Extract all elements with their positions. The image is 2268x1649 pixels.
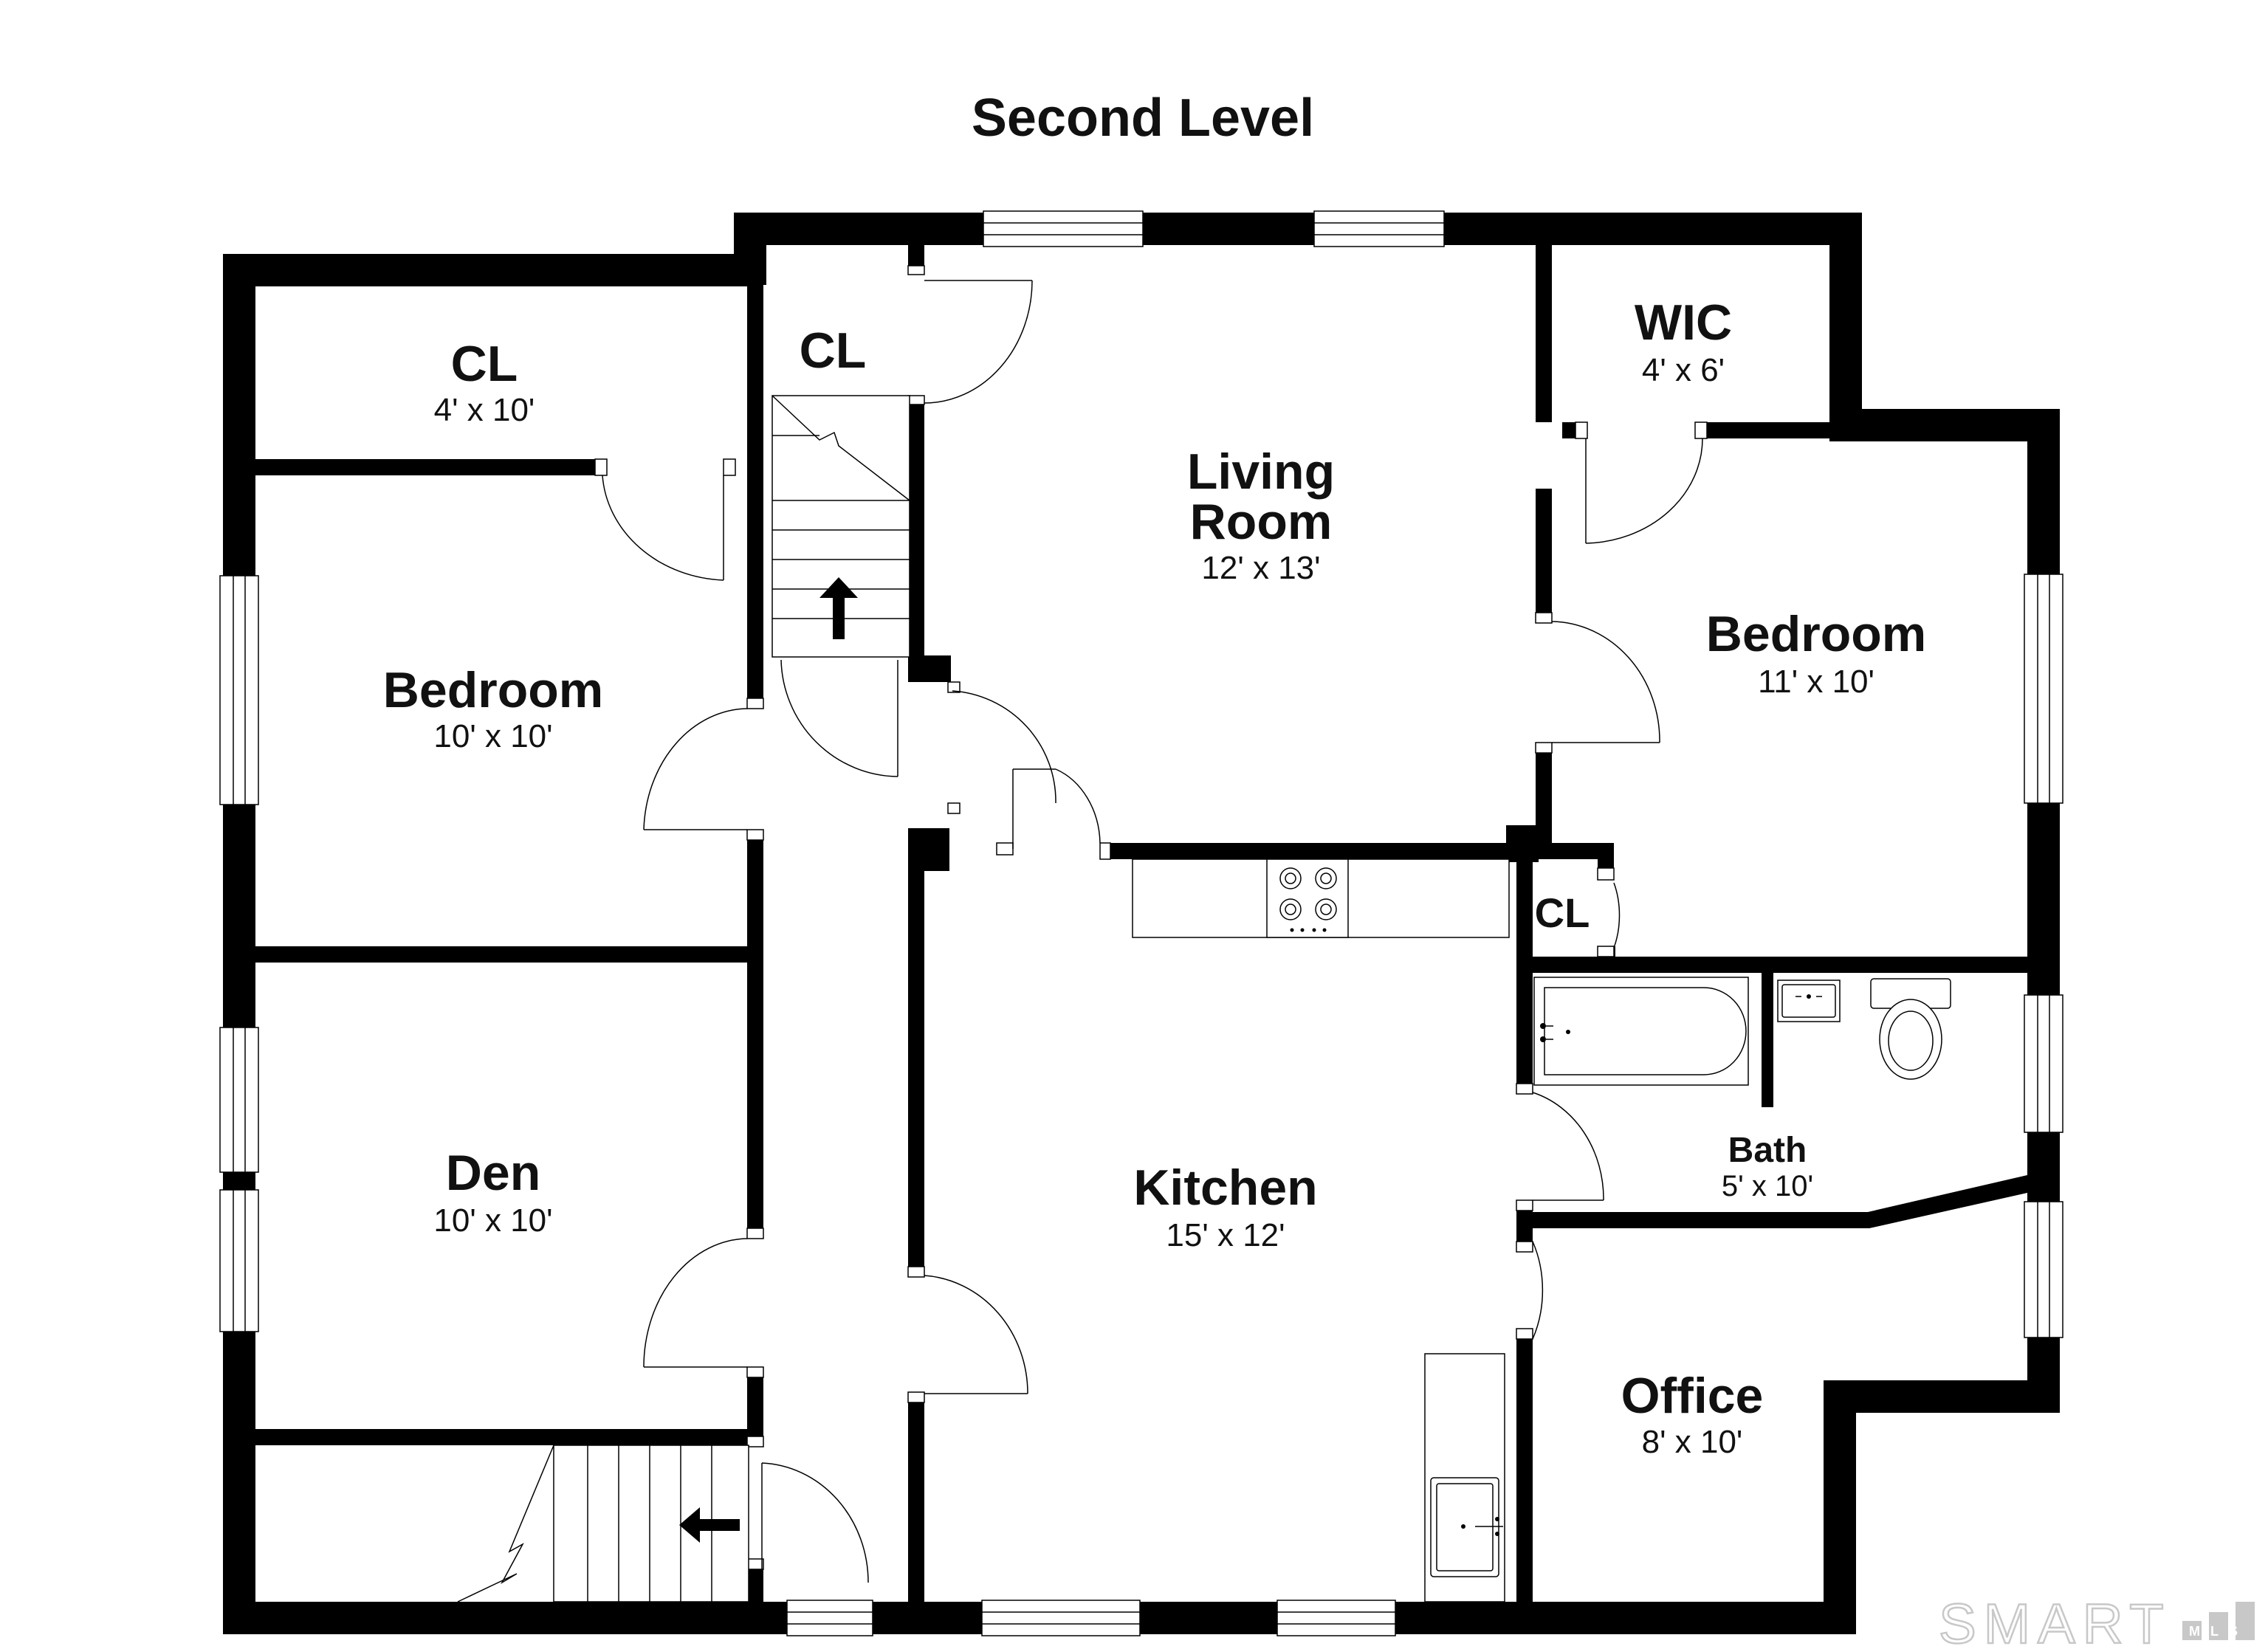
room-office: Office 8' x 10' [1621, 1368, 1764, 1460]
room-dims: 11' x 10' [1758, 664, 1874, 700]
door-kitchen-upper[interactable] [947, 681, 1111, 860]
room-kitchen: Kitchen 15' x 12' [1133, 1160, 1317, 1253]
door-kitchen-hall[interactable] [907, 1266, 1028, 1403]
kitchen-counter-top [1132, 858, 1510, 938]
smart-mls-logo: SMART MLS [1938, 1592, 2255, 1649]
page-title: Second Level [972, 89, 1314, 148]
room-name: Kitchen [1133, 1160, 1317, 1216]
room-dims: 5' x 10' [1722, 1170, 1813, 1202]
sink-icon [1430, 1477, 1503, 1577]
bathtub-icon [1533, 977, 1749, 1086]
room-dims: 15' x 12' [1166, 1217, 1285, 1253]
room-cl-small: CL [1535, 889, 1590, 936]
door-bath[interactable] [1516, 1083, 1604, 1211]
door-office[interactable] [1516, 1241, 1544, 1340]
logo-sub: MLS [2189, 1624, 2248, 1639]
room-name: Bedroom [1706, 606, 1926, 662]
stair-down-arrow-icon [679, 1507, 740, 1543]
room-name: Bath [1728, 1131, 1807, 1170]
room-cl-stair: CL [800, 323, 867, 379]
door-stair-closet[interactable] [907, 265, 1033, 405]
room-dims: 8' x 10' [1642, 1424, 1743, 1460]
room-bath: Bath 5' x 10' [1722, 1131, 1813, 1202]
door-bedroom-right[interactable] [1535, 612, 1660, 754]
room-name: CL [800, 323, 867, 379]
room-wic: WIC 4' x 6' [1635, 295, 1732, 388]
doors [594, 265, 1708, 1583]
room-dims: 12' x 13' [1201, 550, 1320, 586]
bath-sink-icon [1777, 980, 1841, 1022]
room-living: Living Room 12' x 13' [1187, 444, 1335, 586]
room-dims: 10' x 10' [433, 718, 552, 754]
interior-walls [255, 245, 2027, 1602]
windows [219, 210, 2063, 1636]
stairs-up[interactable] [772, 395, 910, 658]
stair-up-arrow-icon [819, 577, 858, 639]
room-name: CL [451, 336, 518, 392]
room-name: Office [1621, 1368, 1764, 1424]
room-name: Den [446, 1145, 540, 1201]
toilet-icon [1870, 978, 1951, 1080]
room-name: CL [1535, 889, 1590, 936]
room-name: Living [1187, 444, 1335, 500]
room-dims: 10' x 10' [433, 1202, 552, 1239]
door-den[interactable] [643, 1228, 764, 1378]
door-bedroom-left[interactable] [643, 698, 764, 841]
kitchen-counter-right [1424, 1353, 1505, 1602]
room-name: WIC [1635, 295, 1732, 351]
room-cl-left: CL 4' x 10' [434, 336, 535, 428]
logo-text: SMART [1939, 1593, 2171, 1649]
stairs-down[interactable] [457, 1445, 749, 1602]
room-name: Bedroom [383, 662, 603, 718]
room-dims: 4' x 10' [434, 392, 535, 428]
door-small-closet[interactable] [1597, 867, 1621, 957]
room-den: Den 10' x 10' [433, 1145, 552, 1239]
room-dims: 4' x 6' [1642, 352, 1725, 388]
room-name: Room [1190, 494, 1333, 550]
room-bedroom-right: Bedroom 11' x 10' [1706, 606, 1926, 700]
door-closet-left[interactable] [594, 458, 736, 581]
door-stair-bottom[interactable] [746, 1436, 869, 1583]
door-wic[interactable] [1575, 421, 1708, 544]
room-bedroom-left: Bedroom 10' x 10' [383, 662, 603, 754]
stove-icon [1266, 858, 1349, 938]
door-stair-landing[interactable] [780, 659, 898, 777]
